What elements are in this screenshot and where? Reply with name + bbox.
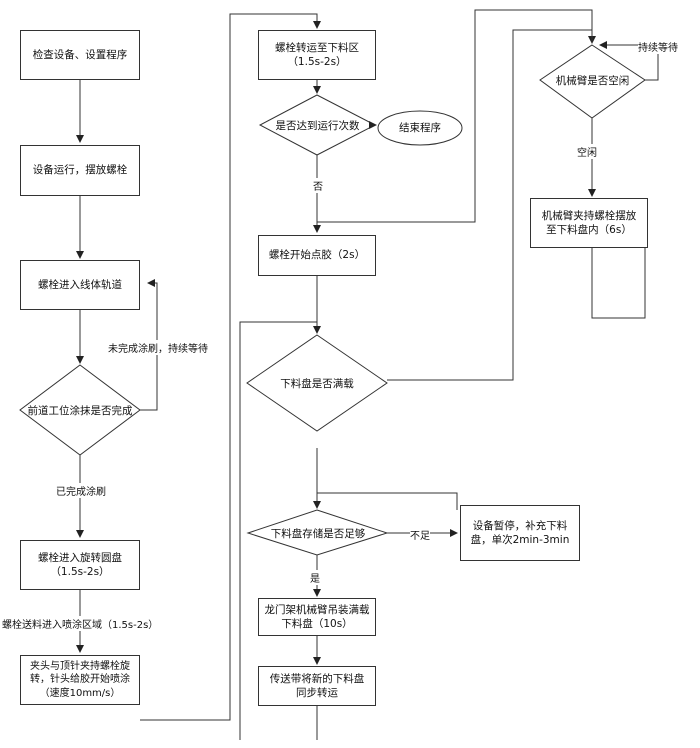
decision-arm-idle: 机械臂是否空闲	[555, 75, 630, 87]
edge-label-no: 否	[313, 178, 323, 193]
decision-run-count: 是否达到运行次数	[275, 120, 360, 132]
edge-label-idle: 空闲	[577, 144, 597, 159]
edge-label-not-done: 未完成涂刷，持续等待	[108, 340, 208, 355]
decision-previous-coating: 前道工位涂抹是否完成	[27, 405, 133, 417]
edge-label-to-coating: 螺栓送料进入喷涂区域（1.5s-2s）	[2, 616, 159, 631]
decision-tray-full: 下料盘是否满载	[280, 378, 354, 390]
step-bolt-enter-track: 螺栓进入线体轨道	[20, 260, 140, 310]
diamond-d3	[246, 334, 388, 432]
step-pause-refill: 设备暂停，补充下料盘，单次2min-3min	[460, 505, 580, 561]
edge-label-keep-waiting: 持续等待	[638, 39, 678, 54]
terminator-end	[377, 110, 463, 146]
step-rotating-disc: 螺栓进入旋转圆盘（1.5s-2s）	[20, 540, 140, 590]
step-transfer-unload: 螺栓转运至下料区（1.5s-2s）	[258, 30, 376, 80]
step-check-equipment: 检查设备、设置程序	[20, 30, 140, 80]
step-conveyor-transfer: 传送带将新的下料盘同步转运	[258, 666, 376, 706]
edge-label-insufficient: 不足	[410, 527, 430, 542]
end-program: 结束程序	[399, 121, 441, 134]
edge-label-yes: 是	[310, 570, 320, 585]
step-equipment-run: 设备运行，摆放螺栓	[20, 145, 140, 196]
step-clamp-spray: 夹头与顶针夹持螺栓旋转，针头给胶开始喷涂（速度10mm/s）	[20, 655, 140, 705]
step-gantry-lift: 龙门架机械臂吊装满载下料盘（10s）	[258, 598, 376, 636]
step-glue-dispense: 螺栓开始点胶（2s）	[258, 235, 376, 276]
step-arm-place: 机械臂夹持螺栓摆放至下料盘内（6s）	[530, 198, 648, 248]
decision-tray-storage: 下料盘存储是否足够	[270, 528, 366, 540]
edge-label-done: 已完成涂刷	[56, 483, 106, 498]
